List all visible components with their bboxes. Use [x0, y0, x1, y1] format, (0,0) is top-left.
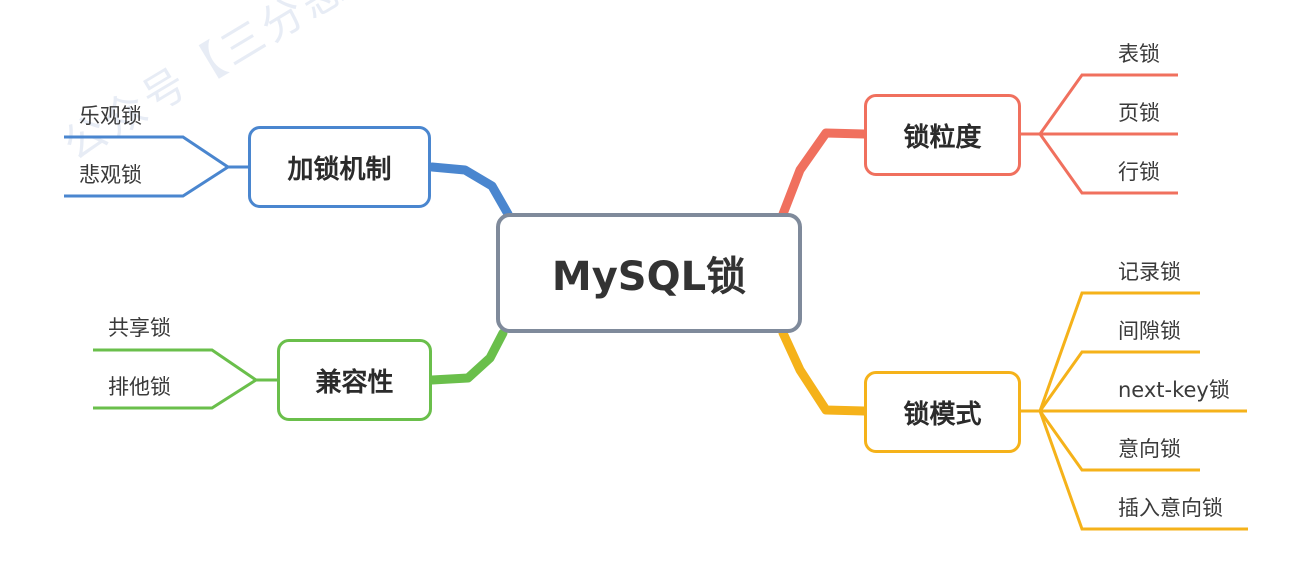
branch-lidu[interactable]: 锁粒度	[864, 94, 1021, 176]
leaf-table-lock[interactable]: 表锁	[1118, 42, 1160, 66]
branch-jiasuo[interactable]: 加锁机制	[248, 126, 431, 208]
edge-center-jianrong	[427, 328, 508, 385]
leaf-row-lock[interactable]: 行锁	[1118, 160, 1160, 184]
center-node[interactable]: MySQL锁	[496, 213, 802, 333]
branch-jianrong[interactable]: 兼容性	[277, 339, 432, 421]
leaf-intention-lock[interactable]: 意向锁	[1118, 437, 1181, 461]
edge-center-lidu	[778, 128, 869, 219]
edge-center-jiasuo	[427, 162, 513, 219]
branch-moshi[interactable]: 锁模式	[864, 371, 1021, 453]
leaf-pessimistic-lock[interactable]: 悲观锁	[79, 163, 142, 187]
leaf-page-lock[interactable]: 页锁	[1118, 101, 1160, 125]
leaf-insert-intention-lock[interactable]: 插入意向锁	[1118, 496, 1223, 520]
edge-center-moshi	[778, 328, 869, 416]
leaf-gap-lock[interactable]: 间隙锁	[1118, 319, 1181, 343]
leaf-record-lock[interactable]: 记录锁	[1118, 260, 1181, 284]
leaf-next-key-lock[interactable]: next-key锁	[1118, 378, 1230, 402]
leaf-optimistic-lock[interactable]: 乐观锁	[79, 104, 142, 128]
leaf-shared-lock[interactable]: 共享锁	[108, 316, 171, 340]
leaf-exclusive-lock[interactable]: 排他锁	[108, 375, 171, 399]
